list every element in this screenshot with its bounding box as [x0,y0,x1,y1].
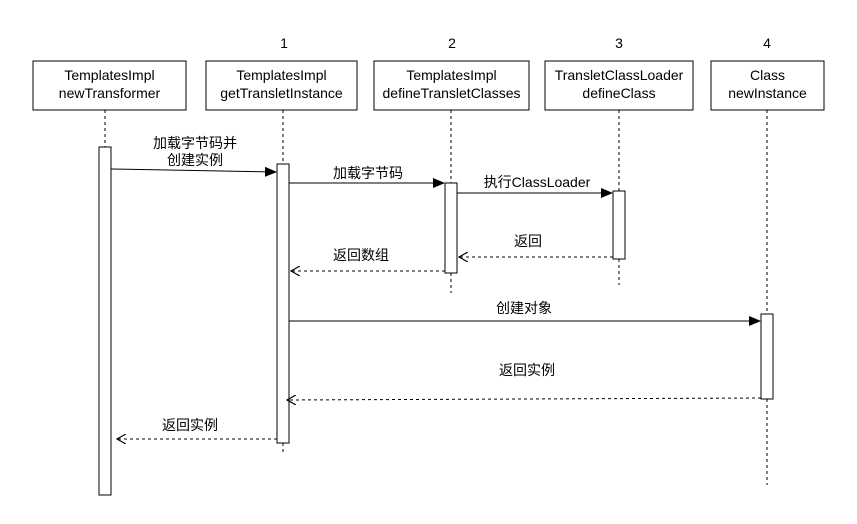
lifelines [104,110,768,485]
participant-title: TemplatesImpl [406,67,496,83]
participant-title: TransletClassLoader [555,67,684,83]
message-label: 加载字节码 [333,165,403,181]
participant-title: TemplatesImpl [64,67,154,83]
message-arrow [110,166,277,177]
participant-method: getTransletInstance [220,85,343,101]
participant-number: 3 [615,35,623,51]
participant-title: TemplatesImpl [236,67,326,83]
message-label: 执行ClassLoader [484,174,591,190]
participant-title: Class [750,67,785,83]
participant-number: 1 [280,35,288,51]
message-label: 创建对象 [496,300,552,316]
message-label: 返回实例 [499,362,555,378]
participant-box: TransletClassLoader defineClass [544,60,694,111]
participant-method: defineTransletClasses [383,85,521,101]
message-label: 加载字节码并 [153,135,237,151]
message-label: 返回 [514,233,542,249]
return-arrow [287,398,762,400]
message-label: 返回数组 [333,247,389,263]
participant-number: 4 [763,35,771,51]
participant-method: newTransformer [59,85,161,101]
activation-bar [276,163,290,444]
activation-bar [612,190,626,260]
activation-bar [98,146,112,496]
participant-box: Class newInstance [710,60,825,111]
message-label: 返回实例 [162,417,218,433]
participant-box: TemplatesImpl newTransformer [32,60,187,111]
activation-bar [444,182,458,274]
participant-number: 2 [448,35,456,51]
message-label: 创建实例 [167,152,223,168]
participant-box: TemplatesImpl getTransletInstance [205,60,358,111]
participant-method: newInstance [728,85,807,101]
participant-method: defineClass [582,85,655,101]
participant-box: TemplatesImpl defineTransletClasses [373,60,530,111]
activation-bar [760,313,774,400]
